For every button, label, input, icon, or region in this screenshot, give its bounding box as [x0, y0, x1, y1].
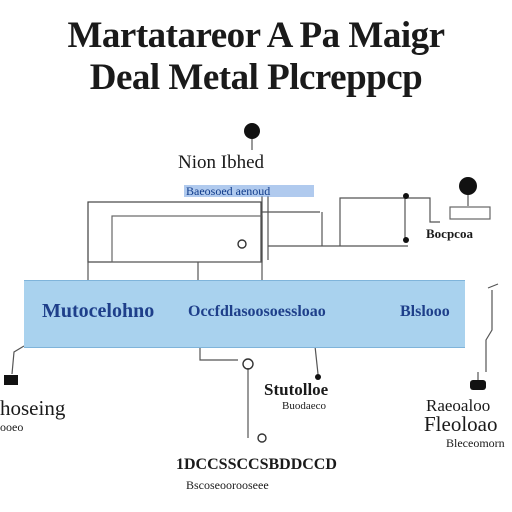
bottom-center-label: Stutolloe [264, 380, 329, 399]
bottom-center-sublabel: Buodaeco [282, 400, 326, 412]
band-left-text: Mutocelohno [42, 300, 155, 322]
left-bottom-label: hoseing [0, 396, 66, 420]
terminal-right [470, 380, 486, 390]
left-bottom-sublabel: ooeo [0, 420, 24, 434]
right-top-label: Bocpcoa [426, 226, 473, 241]
title-line-2: Deal Metal Plcreppcp [89, 57, 423, 98]
footer-code: 1DCCSSCCSBDDCCD [176, 456, 337, 473]
node-dot-top [244, 123, 260, 139]
band-middle-text: Occfdlasoosoessloao [188, 303, 326, 320]
node-dot-right [459, 177, 477, 195]
top-center-sublabel: Baeosoed aenoud [186, 184, 271, 198]
right-bottom-label: Raeoaloo [426, 396, 491, 415]
top-center-label: Nion Ibhed [178, 152, 265, 173]
footer-sublabel: Bscoseoorooseee [186, 478, 269, 492]
terminal-left [4, 375, 18, 385]
right-bottom-sublabel: Bleceomorn [446, 436, 505, 450]
band-right-text: Blslooo [400, 303, 450, 320]
main-bus-band [24, 280, 465, 348]
right-bottom-label-2: Fleoloao [424, 412, 498, 436]
title-line-1: Martatareor A Pa Maigr [67, 15, 445, 56]
